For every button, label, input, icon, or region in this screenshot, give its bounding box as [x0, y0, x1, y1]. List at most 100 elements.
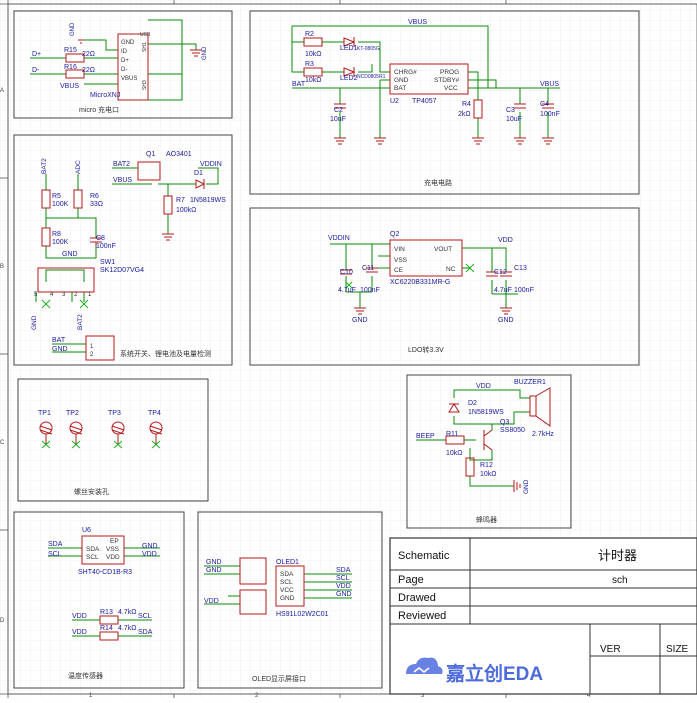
q2-label: Q2: [390, 231, 399, 238]
tp1-symbol: [39, 421, 53, 444]
r5-resistor: [41, 189, 51, 209]
conn-pin-1: 1: [90, 344, 94, 350]
tp1-label: TP1: [38, 410, 51, 417]
oled1-pin-gnd: GND: [280, 595, 295, 602]
tp4-symbol: [149, 421, 163, 444]
oled1-part: HS91L02W2C01: [276, 611, 329, 618]
cloud-icon: [406, 657, 443, 674]
r2-label: R2: [305, 31, 314, 38]
c4-label: C4: [540, 101, 549, 108]
r8-label: R8: [52, 231, 61, 238]
ldo-parts: [340, 239, 512, 315]
q1-label: Q1: [146, 151, 155, 158]
q2-pin-vout: VOUT: [434, 246, 452, 253]
r12-label: R12: [480, 462, 493, 469]
r11-resistor: [445, 435, 465, 445]
net-gnd-id: GND: [70, 22, 76, 36]
screw-block: TP1 TP2 TP3 TP4 螺丝安装孔: [38, 410, 163, 496]
ruler-row-d: D: [0, 618, 5, 624]
d1-label: D1: [194, 170, 203, 177]
tp3-label: TP3: [108, 410, 121, 417]
r15-resistor: [65, 53, 85, 63]
r15-value: 22Ω: [82, 51, 95, 58]
c4-value: 100nF: [540, 111, 560, 118]
u6-part: SHT40-CD1B-R3: [78, 569, 132, 576]
conn-pin-2: 2: [90, 352, 94, 358]
ruler-col-1: 1: [89, 693, 93, 698]
c12-label: C12: [494, 269, 507, 276]
net-vbus-top: VBUS: [408, 19, 427, 26]
r5-label: R5: [52, 193, 61, 200]
usb-connector-body: [117, 33, 149, 101]
ldo-block: VDDIN VDD Q2 XC6220B331MR-G C10 4.7uF C1…: [328, 231, 534, 354]
net-d-minus: D-: [32, 67, 40, 74]
frame-micro: [13, 10, 233, 119]
temp-wires: [48, 547, 160, 637]
oled-gnd-connector: [239, 557, 267, 585]
net-bat2-q1: BAT2: [113, 161, 130, 168]
logo-text: 嘉立创EDA: [445, 662, 543, 685]
tb-label-drawn: Drawed: [398, 592, 436, 604]
net-beep: BEEP: [416, 433, 435, 440]
u2-pin-stdby: STDBY#: [434, 77, 460, 84]
frame-charge: [249, 10, 640, 195]
oled1-net-sda: SDA: [336, 567, 351, 574]
c2-value: 10uF: [330, 116, 346, 123]
usb-pin-sh3: SH3: [142, 80, 148, 90]
tb-label-reviewed: Reviewed: [398, 610, 446, 622]
sw1-switch-body: [37, 267, 95, 293]
oled1-pin-vcc: VCC: [280, 587, 294, 594]
q1-part: AO3401: [166, 151, 192, 158]
net-adc: ADC: [75, 160, 82, 174]
q1-mosfet: [137, 161, 161, 181]
usb-pin-vbus: VBUS: [121, 76, 137, 82]
buzzer-parts: [445, 387, 551, 492]
r4-value: 2kΩ: [458, 111, 471, 118]
c10-label: C10: [340, 269, 353, 276]
oled1-net-scl: SCL: [336, 575, 350, 582]
power-connector: [85, 335, 115, 361]
u2-tp4057-body: [389, 63, 469, 95]
tb-label-size: SIZE: [666, 644, 689, 655]
u6-pin-ep: EP: [110, 538, 119, 545]
net-bat-conn: BAT: [52, 337, 66, 344]
u6-label: U6: [82, 527, 91, 534]
ruler-col-3: 3: [421, 693, 425, 698]
q3-part: SS8050: [500, 427, 525, 434]
u6-pin-scl: SCL: [86, 554, 99, 561]
net-vddin: VDDIN: [200, 161, 222, 168]
net-scl-temp: SCL: [48, 551, 62, 558]
r14-resistor: [99, 631, 119, 641]
tp4-label: TP4: [148, 410, 161, 417]
oled1-pin-sda: SDA: [280, 571, 294, 578]
r8-value: 100K: [52, 239, 69, 246]
r7-part: 1N5819WS: [190, 197, 226, 204]
tb-label-page: Page: [398, 574, 424, 586]
r11-value: 10kΩ: [446, 450, 463, 457]
oled1-label: OLED1: [276, 559, 299, 566]
r2-resistor: [303, 37, 323, 47]
q2-pin-nc: NC: [446, 266, 456, 273]
c12-value: 4.7uF: [494, 287, 512, 294]
net-vbus-power: VBUS: [113, 177, 132, 184]
u2-label: U2: [390, 98, 399, 105]
block-frames: [13, 10, 640, 689]
c8-value: 100nF: [96, 243, 116, 250]
net-gnd-buzzer: GND: [523, 479, 530, 494]
led1-label: LED1: [340, 45, 358, 52]
ldo-caption: LDO转3.3V: [408, 345, 444, 354]
led2-symbol: [343, 67, 356, 77]
d2-diode: [448, 403, 460, 413]
tb-page-value: sch: [612, 575, 628, 586]
power-block: BAT2 ADC BAT2 VBUS VDDIN Q1 AO3401 D1 R7…: [31, 151, 226, 361]
power-caption: 系统开关、锂电池及电量检测: [120, 349, 211, 358]
r8-resistor: [41, 227, 51, 247]
d2-part: 1N5819WS: [468, 409, 504, 416]
oled1-net-vdd: VDD: [336, 583, 351, 590]
ruler-labels: A B C D 1 2 3 4: [0, 88, 591, 699]
charge-caption: 充电电路: [424, 178, 452, 187]
frame-screw: [17, 378, 209, 502]
net-vdd-ldo: VDD: [498, 237, 513, 244]
micro-usb-block: D+ D- R15 22Ω R16 22Ω VBUS MicroXNJ GND …: [30, 19, 208, 114]
